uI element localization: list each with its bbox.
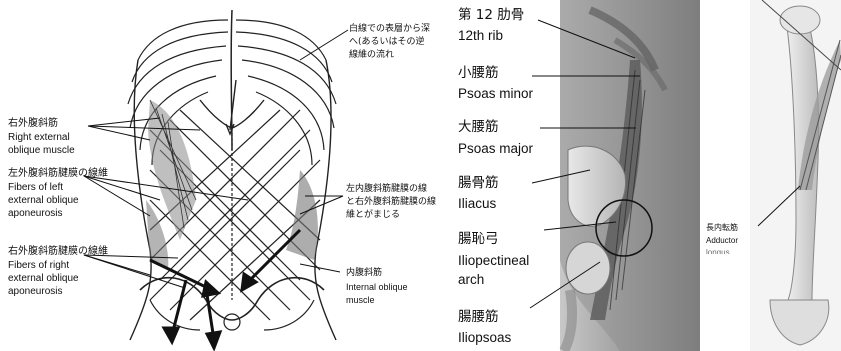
label-iliopectineal-arch-jp: 腸恥弓: [458, 232, 499, 248]
label-right-external-oblique-en-2: oblique muscle: [8, 145, 75, 157]
label-psoas-minor-en: Psoas minor: [458, 86, 533, 102]
label-iliopsoas-en: Iliopsoas: [458, 330, 511, 346]
label-iliopectineal-arch-en-2: arch: [458, 272, 484, 288]
label-psoas-major-en: Psoas major: [458, 141, 533, 157]
label-left-eo-aponeurosis-jp: 左外腹斜筋腱膜の線維: [8, 168, 108, 180]
label-psoas-minor-jp: 小腰筋: [458, 66, 499, 82]
label-top-note-3: 線維の流れ: [349, 50, 394, 60]
label-internal-oblique-jp: 内腹斜筋: [346, 268, 382, 278]
label-left-eo-aponeurosis-en-3: aponeurosis: [8, 208, 62, 220]
abdomen-panel: 右外腹斜筋 Right external oblique muscle 左外腹斜…: [0, 0, 440, 351]
label-adductor-longus-en: Adductor: [706, 236, 738, 245]
label-mixing-note-1: 左内腹斜筋腱膜の線: [346, 184, 427, 194]
label-top-note-2: へ(あるいはその逆: [349, 37, 425, 47]
label-top-note-1: 白線での表層から深: [349, 24, 430, 34]
label-left-eo-aponeurosis-en-2: external oblique: [8, 195, 79, 207]
label-rib12-en: 12th rib: [458, 28, 503, 44]
label-right-eo-aponeurosis-jp: 右外腹斜筋腱膜の線維: [8, 246, 108, 258]
label-internal-oblique-en-2: muscle: [346, 295, 375, 305]
label-right-eo-aponeurosis-en-2: external oblique: [8, 273, 79, 285]
label-iliacus-jp: 腸骨筋: [458, 176, 499, 192]
label-right-external-oblique-jp: 右外腹斜筋: [8, 118, 58, 130]
label-psoas-major-jp: 大腰筋: [458, 120, 499, 136]
label-mixing-note-2: と右外腹斜筋腱膜の線: [346, 197, 436, 207]
psoas-panel: 第 12 肋骨 12th rib 小腰筋 Psoas minor 大腰筋 Pso…: [440, 0, 700, 351]
label-rib12-jp: 第 12 肋骨: [458, 8, 524, 24]
thigh-illustration: [700, 0, 841, 351]
thigh-panel: 長内転筋 Adductor longus: [700, 0, 841, 351]
label-right-eo-aponeurosis-en-1: Fibers of right: [8, 260, 69, 272]
label-adductor-longus-en-2: longus: [706, 248, 730, 254]
label-right-external-oblique-en-1: Right external: [8, 132, 70, 144]
label-iliopsoas-jp: 腸腰筋: [458, 310, 499, 326]
label-right-eo-aponeurosis-en-3: aponeurosis: [8, 286, 62, 298]
label-iliacus-en: Iliacus: [458, 196, 496, 212]
label-adductor-longus-jp: 長内転筋: [706, 223, 738, 232]
label-iliopectineal-arch-en-1: Iliopectineal: [458, 253, 529, 269]
label-internal-oblique-en-1: Internal oblique: [346, 282, 408, 292]
label-left-eo-aponeurosis-en-1: Fibers of left: [8, 182, 63, 194]
label-mixing-note-3: 維とがまじる: [346, 210, 400, 220]
